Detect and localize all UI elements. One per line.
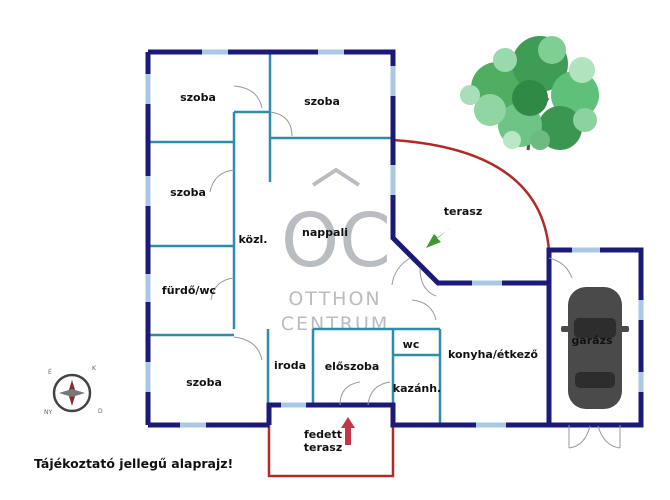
- inner-walls: [148, 52, 442, 425]
- room-label-terasz: terasz: [444, 205, 483, 218]
- entrance-arrow-icon: [341, 417, 355, 445]
- room-label-nappali: nappali: [302, 226, 348, 239]
- room-label-kazanh: kazánh.: [393, 382, 441, 395]
- svg-text:D: D: [98, 408, 103, 415]
- room-label-kozl: közl.: [239, 233, 268, 246]
- room-label-szoba: szoba: [170, 186, 206, 199]
- room-label-szoba: szoba: [304, 95, 340, 108]
- svg-text:É: É: [48, 368, 52, 376]
- covered-terrace-outline: [267, 405, 395, 478]
- tree-illustration: [460, 36, 599, 151]
- door-swings: [209, 85, 621, 449]
- car-icon: [561, 287, 629, 409]
- room-label-szoba: szoba: [186, 376, 222, 389]
- windows: [145, 49, 644, 428]
- svg-text:K: K: [92, 365, 97, 372]
- watermark: OC OTTHON CENTRUM: [281, 167, 391, 335]
- room-label-konyha: konyha/étkező: [448, 348, 538, 361]
- watermark-line2: CENTRUM: [281, 313, 390, 335]
- room-label-furdo-wc: fürdő/wc: [162, 284, 216, 297]
- disclaimer-note: Tájékoztató jellegű alaprajz!: [34, 456, 233, 471]
- watermark-monogram: OC: [281, 198, 391, 284]
- room-label-eloszoba: előszoba: [325, 360, 380, 373]
- svg-text:NY: NY: [44, 409, 52, 416]
- room-label-wc: wc: [403, 338, 420, 351]
- watermark-line1: OTTHON: [288, 288, 381, 310]
- room-label-szoba: szoba: [180, 91, 216, 104]
- compass-icon: É K NY D: [44, 365, 103, 416]
- room-label-terasz: terasz: [304, 441, 343, 454]
- room-label-iroda: iroda: [274, 359, 306, 372]
- green-arrow-icon: [426, 228, 450, 248]
- terrace-outline: [392, 138, 551, 251]
- room-label-fedett: fedett: [304, 428, 342, 441]
- room-label-garazs: garázs: [571, 334, 613, 347]
